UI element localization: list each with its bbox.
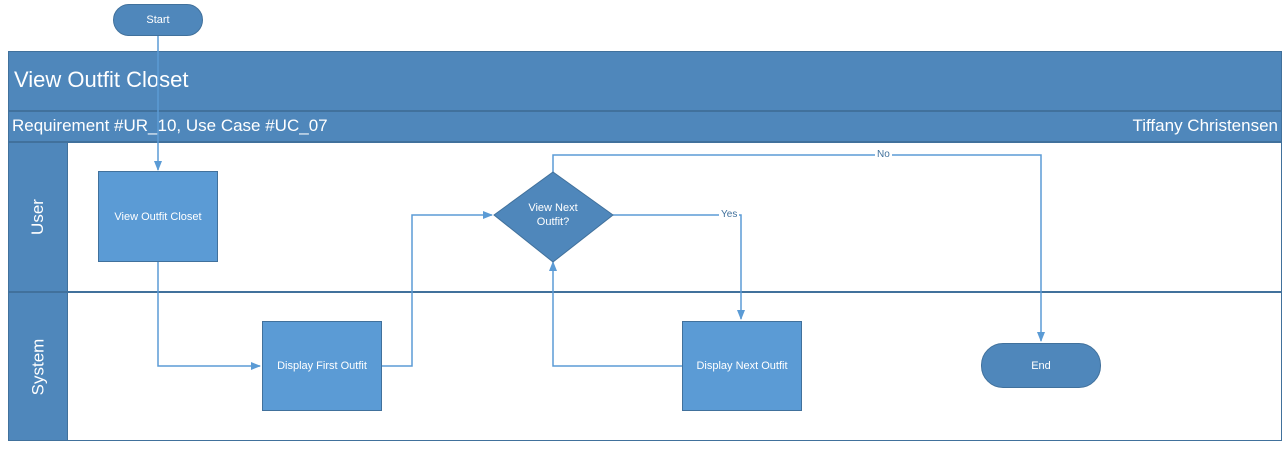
decision-label-line2: Outfit?: [536, 216, 570, 228]
edge-display-next-loop: [549, 261, 682, 367]
edge-display-first-to-decision: [382, 211, 493, 367]
requirement-label: Requirement #UR_10, Use Case #UC_07: [12, 116, 328, 135]
end-node: End: [981, 343, 1101, 388]
display-first-outfit-node: Display First Outfit: [262, 321, 382, 411]
lane-user: [8, 142, 1282, 292]
author-label: Tiffany Christensen: [1132, 116, 1278, 135]
display-next-outfit-node: Display Next Outfit: [682, 321, 802, 411]
lane-label-system: System: [8, 292, 68, 441]
decision-label: View Next Outfit?: [504, 201, 602, 229]
lane-label-user: User: [8, 142, 68, 292]
start-node: Start: [113, 4, 203, 36]
decision-label-line1: View Next: [528, 202, 578, 214]
decision-diamond: [493, 171, 614, 263]
edge-label-yes: Yes: [719, 209, 740, 220]
edge-decision-yes: [613, 214, 745, 320]
diagram-title: View Outfit Closet: [14, 67, 189, 92]
subtitle-bar: [8, 111, 1282, 142]
edge-view-to-display-first: [157, 262, 261, 370]
title-bar: [8, 51, 1282, 111]
edge-label-no: No: [875, 149, 892, 160]
edge-decision-no: [552, 154, 1045, 342]
view-outfit-closet-node: View Outfit Closet: [98, 171, 218, 262]
